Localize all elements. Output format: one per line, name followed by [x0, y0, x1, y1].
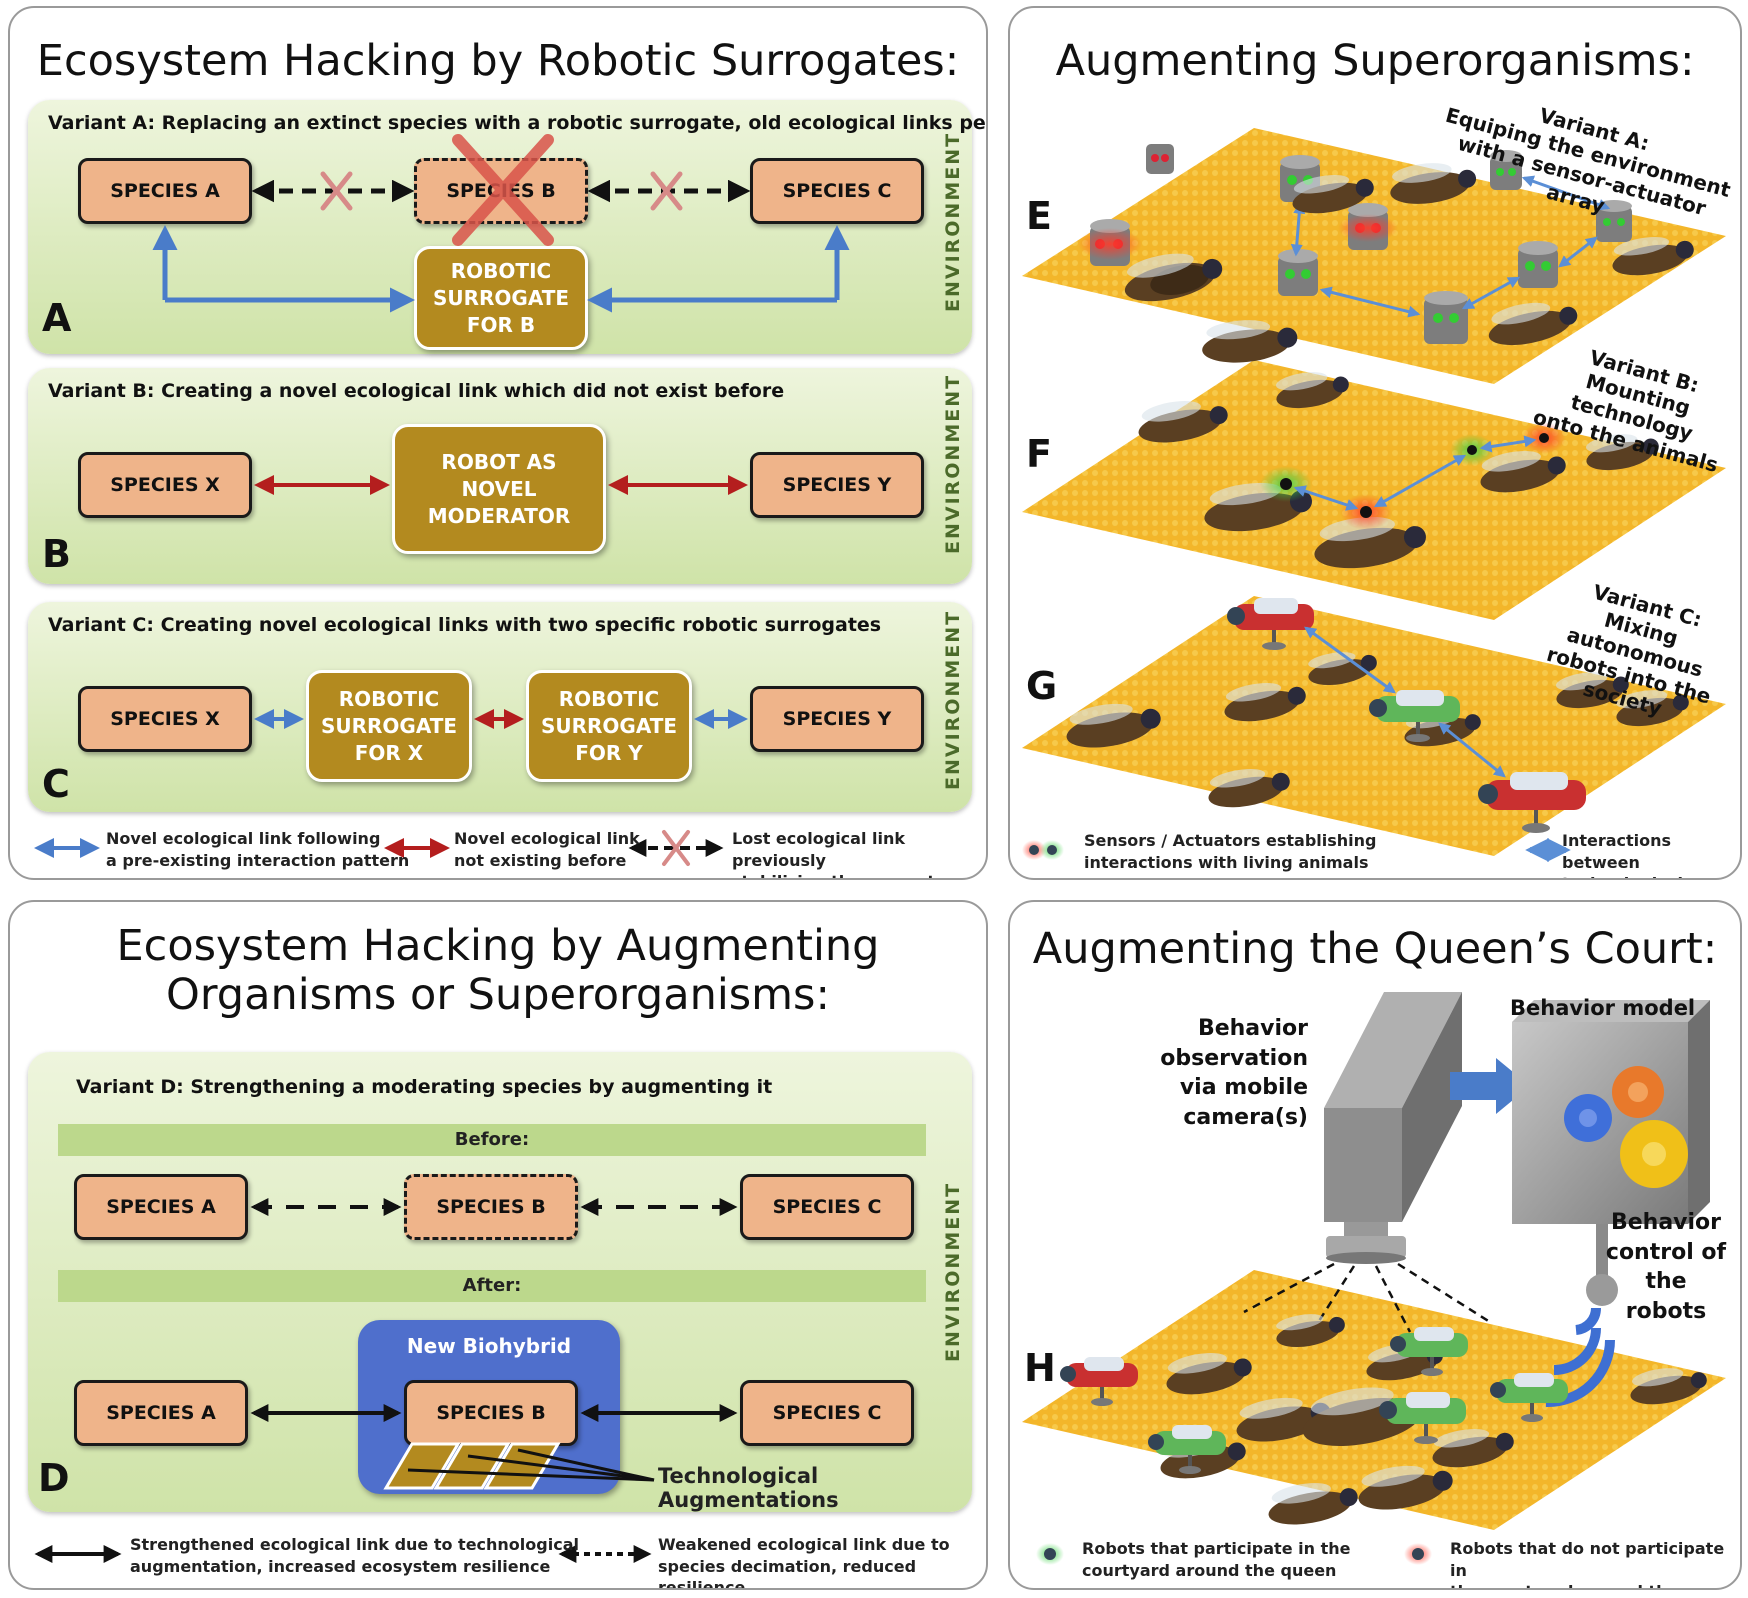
sensor-towers	[1078, 144, 1632, 344]
species-c-box: SPECIES C	[750, 158, 924, 224]
panel-augmenting-superorganisms: Augmenting Superorganisms:	[1008, 6, 1742, 880]
robot-red-1	[1227, 598, 1314, 650]
tech-augmentations-label: Technological Augmentations	[658, 1464, 839, 1512]
variant-b-links	[254, 475, 748, 495]
robot-red-2	[1478, 772, 1586, 833]
panel-augmenting-organisms: Ecosystem Hacking by Augmenting Organism…	[8, 900, 988, 1590]
species-c-before-box: SPECIES C	[740, 1174, 914, 1240]
variant-c-links	[254, 709, 748, 729]
panel-robotic-surrogates: Ecosystem Hacking by Robotic Surrogates:…	[8, 6, 988, 880]
robotic-surrogate-x-box: ROBOTIC SURROGATE FOR X	[306, 670, 472, 782]
variant-c-title: Variant C: Creating novel ecological lin…	[48, 614, 882, 636]
behavior-model-label: Behavior model	[1510, 996, 1696, 1020]
label-c: C	[42, 762, 70, 806]
before-bar: Before:	[58, 1124, 926, 1156]
species-b-before-box: SPECIES B	[404, 1174, 578, 1240]
behavior-model-box	[1512, 1000, 1710, 1224]
label-d: D	[38, 1456, 70, 1500]
label-g: G	[1026, 664, 1058, 708]
variant-d-links	[250, 1198, 738, 1490]
legend-weakened: Weakened ecological link due to species …	[658, 1535, 950, 1590]
legend-lost-link: Lost ecological link previously stabiliz…	[732, 829, 963, 878]
queens-court-scene	[1022, 992, 1726, 1565]
robot-green-1	[1369, 690, 1460, 742]
behavior-observation-label: Behavior observation via mobile camera(s…	[1160, 1016, 1308, 1131]
environment-variant-c: Variant C: Creating novel ecological lin…	[28, 602, 972, 812]
species-x-box: SPECIES X	[78, 452, 252, 518]
superorganism-layers	[1022, 128, 1726, 862]
label-f: F	[1026, 432, 1052, 476]
species-y-box: SPECIES Y	[750, 452, 924, 518]
gear-icon-orange	[1612, 1066, 1664, 1118]
label-h: H	[1024, 1346, 1056, 1390]
camera-icon	[1324, 992, 1462, 1264]
robot-moderator-box: ROBOT AS NOVEL MODERATOR	[392, 424, 606, 554]
panel-title: Augmenting Superorganisms:	[1055, 36, 1695, 86]
biohybrid-label: New Biohybrid	[406, 1334, 572, 1358]
court-robots	[1060, 1327, 1568, 1474]
label-e: E	[1026, 194, 1052, 238]
label-b: B	[42, 532, 71, 576]
label-a: A	[42, 296, 72, 340]
legend-sensors: Sensors / Actuators establishing interac…	[1084, 831, 1377, 872]
legend-green-robots: Robots that participate in the courtyard…	[1082, 1539, 1351, 1580]
environment-variant-b: Variant B: Creating a novel ecological l…	[28, 368, 972, 584]
variant-a-links	[152, 134, 850, 354]
legend-red-link: Novel ecological link not existing befor…	[454, 829, 640, 870]
legend-red-robots: Robots that do not participate in the co…	[1450, 1539, 1740, 1588]
species-c-after-box: SPECIES C	[740, 1380, 914, 1446]
species-a-before-box: SPECIES A	[74, 1174, 248, 1240]
environment-variant-d: Variant D: Strengthening a moderating sp…	[28, 1052, 972, 1512]
gear-icon-yellow	[1620, 1120, 1688, 1188]
legend-bl-arrows	[34, 1545, 652, 1563]
species-y-box: SPECIES Y	[750, 686, 924, 752]
panel-queens-court: Augmenting the Queen’s Court:	[1008, 900, 1742, 1590]
environment-variant-a: Variant A: Replacing an extinct species …	[28, 100, 986, 354]
panel-title: Ecosystem Hacking by Augmenting Organism…	[116, 921, 880, 1021]
variant-d-title: Variant D: Strengthening a moderating sp…	[76, 1076, 773, 1098]
variant-b-title: Variant B: Creating a novel ecological l…	[48, 380, 785, 402]
panel-title: Augmenting the Queen’s Court:	[1032, 924, 1718, 974]
variant-a-title: Variant A: Replacing an extinct species …	[48, 112, 988, 134]
robotic-surrogate-y-box: ROBOTIC SURROGATE FOR Y	[526, 670, 692, 782]
species-x-box: SPECIES X	[78, 686, 252, 752]
behavior-control-label: Behavior control of the robots	[1605, 1210, 1727, 1325]
legend-strengthened: Strengthened ecological link due to tech…	[130, 1535, 579, 1576]
legend-tl-arrows	[34, 830, 724, 866]
species-a-box: SPECIES A	[78, 158, 252, 224]
species-a-after-box: SPECIES A	[74, 1380, 248, 1446]
after-bar: After:	[58, 1270, 926, 1302]
legend-interactions: Interactions between technological entit…	[1562, 831, 1683, 878]
legend-blue-link: Novel ecological link following a pre-ex…	[106, 829, 410, 870]
panel-title: Ecosystem Hacking by Robotic Surrogates:	[36, 36, 960, 86]
robotic-surrogate-b-box: ROBOTIC SURROGATE FOR B	[414, 246, 588, 350]
gear-icon-blue	[1564, 1094, 1612, 1142]
